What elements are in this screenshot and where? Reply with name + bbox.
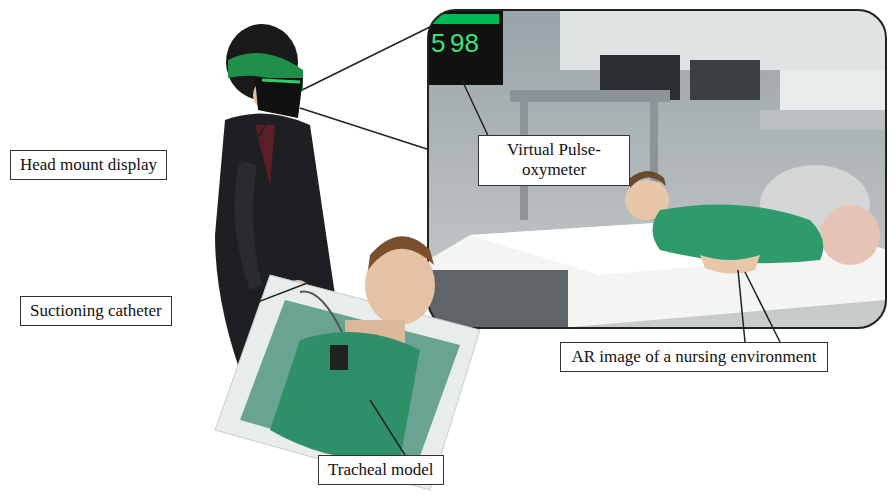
label-text: Suctioning catheter [30,301,162,321]
label-text: Tracheal model [328,460,434,480]
callout-line [298,22,440,92]
label-text: AR image of a nursing environment [570,347,818,367]
leader-line [745,272,780,342]
label-box: AR image of a nursing environment [560,342,828,372]
callout-line [300,108,430,150]
label-box: Suctioning catheter [20,296,172,326]
leader-line [232,282,310,312]
monitor-reading: 98 [450,30,479,56]
callout-bubble [428,10,886,328]
label-text: Head mount display [20,155,157,175]
leader-line [240,118,270,165]
label-box: Virtual Pulse- oxymeter [478,135,630,186]
label-box: Tracheal model [318,455,444,485]
leader-line [462,80,490,140]
ar-scene [428,10,886,328]
monitor-reading: 5 [431,30,445,56]
leader-line [370,400,405,455]
tracheal-model [215,236,480,490]
label-text: Virtual Pulse- oxymeter [488,140,620,181]
leader-line [738,270,745,342]
label-box: Head mount display [10,150,167,180]
